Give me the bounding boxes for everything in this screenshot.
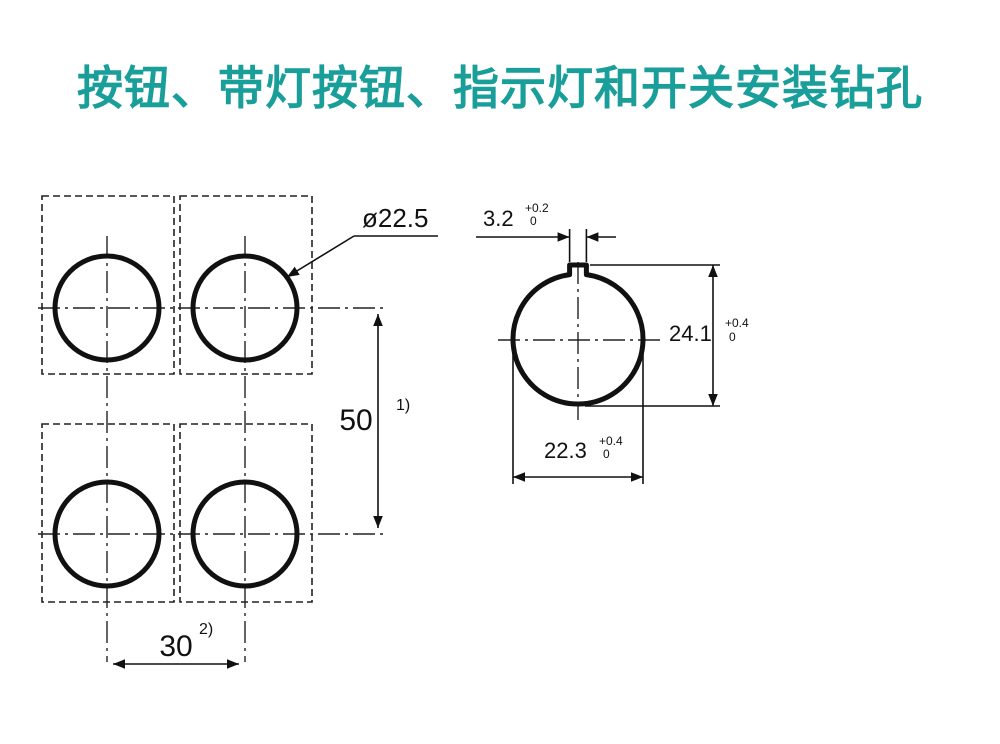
width-tol-lower: 0 (603, 447, 610, 461)
diameter-leader (286, 235, 438, 278)
outline-box-bottom-right (179, 423, 313, 603)
keyed-hole-detail: 3.2 +0.2 0 24.1 +0.4 0 22.3 +0.4 0 (476, 201, 749, 484)
slide-title: 按钮、带灯按钮、指示灯和开关安装钻孔 (77, 61, 923, 115)
key-width-tol-lower: 0 (530, 214, 537, 228)
width-label: 22.3 (544, 438, 587, 463)
multi-hole-layout: ø22.5 50 1) 30 2) (38, 195, 438, 669)
detail-centerlines (498, 262, 660, 420)
outline-box-top-left (41, 195, 175, 375)
outline-box-top-right (179, 195, 313, 375)
height-tol-lower: 0 (729, 330, 736, 344)
hole-top-right (190, 253, 300, 363)
centerlines (38, 236, 384, 662)
key-width-tol-upper: +0.2 (525, 201, 549, 215)
dashed-outline-boxes (41, 195, 313, 603)
key-width-label: 3.2 (483, 206, 514, 231)
vertical-spacing-note: 1) (396, 397, 410, 414)
diameter-label: ø22.5 (362, 203, 429, 233)
keyed-hole-outline (510, 262, 646, 407)
outline-box-bottom-left (41, 423, 175, 603)
hole-bottom-left (52, 479, 162, 589)
hole-bottom-right (190, 479, 300, 589)
horizontal-spacing-note: 2) (199, 621, 213, 638)
vertical-spacing-label: 50 (339, 404, 372, 437)
height-label: 24.1 (669, 321, 712, 346)
width-tol-upper: +0.4 (599, 434, 623, 448)
height-tol-upper: +0.4 (725, 316, 749, 330)
holes (52, 253, 300, 589)
hole-top-left (52, 253, 162, 363)
horizontal-spacing-label: 30 (159, 630, 192, 663)
